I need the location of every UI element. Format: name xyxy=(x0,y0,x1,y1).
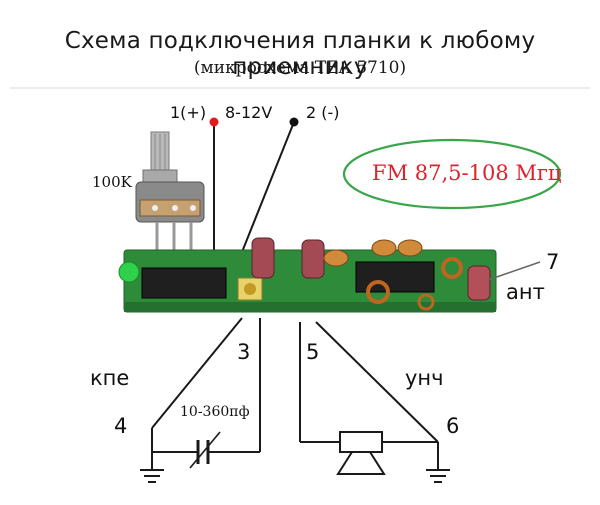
band-label: FM 87,5-108 Мгц xyxy=(372,161,562,185)
coil-1 xyxy=(366,280,390,304)
coil-2 xyxy=(441,257,463,279)
pin6-wire xyxy=(315,321,439,443)
capacitor-label: 10-360пф xyxy=(180,404,250,420)
pin7-label: 7 xyxy=(546,250,560,274)
ground-right xyxy=(426,469,450,483)
band-oval xyxy=(342,138,562,210)
diagram-title: Схема подключения планки к любому приемн… xyxy=(64,28,536,80)
kpe-label: кпе xyxy=(90,366,130,390)
capacitor-2 xyxy=(301,239,325,279)
diagram-subtitle: (микросхема TEA 5710) xyxy=(193,58,407,78)
pin3-label: 3 xyxy=(237,340,251,364)
pot-label: 100K xyxy=(92,173,132,191)
coil-3 xyxy=(417,293,435,311)
pin1-label: 1(+) xyxy=(170,103,207,122)
power-wire-minus xyxy=(237,121,295,263)
pin4-label: 4 xyxy=(114,414,128,438)
pin1-terminal xyxy=(209,117,219,127)
capacitor-1 xyxy=(251,237,275,279)
voltage-label: 8-12V xyxy=(225,103,273,122)
antenna-lead xyxy=(487,261,541,281)
kpe-wire xyxy=(151,317,243,429)
pin6-label: 6 xyxy=(446,414,460,438)
speaker xyxy=(339,431,383,453)
ground-left xyxy=(140,469,164,483)
pin5-label: 5 xyxy=(306,340,320,364)
unch-label: унч xyxy=(405,366,444,390)
led-indicator xyxy=(118,261,140,283)
ic-chip-left xyxy=(141,267,227,299)
antenna-capacitor xyxy=(467,265,491,301)
potentiometer-100k xyxy=(135,131,205,252)
bottom-wiring xyxy=(151,317,439,475)
antenna-label: ант xyxy=(506,280,545,304)
pin2-label: 2 (-) xyxy=(306,103,340,122)
pcb-board xyxy=(118,237,497,313)
pin2-terminal xyxy=(289,117,299,127)
